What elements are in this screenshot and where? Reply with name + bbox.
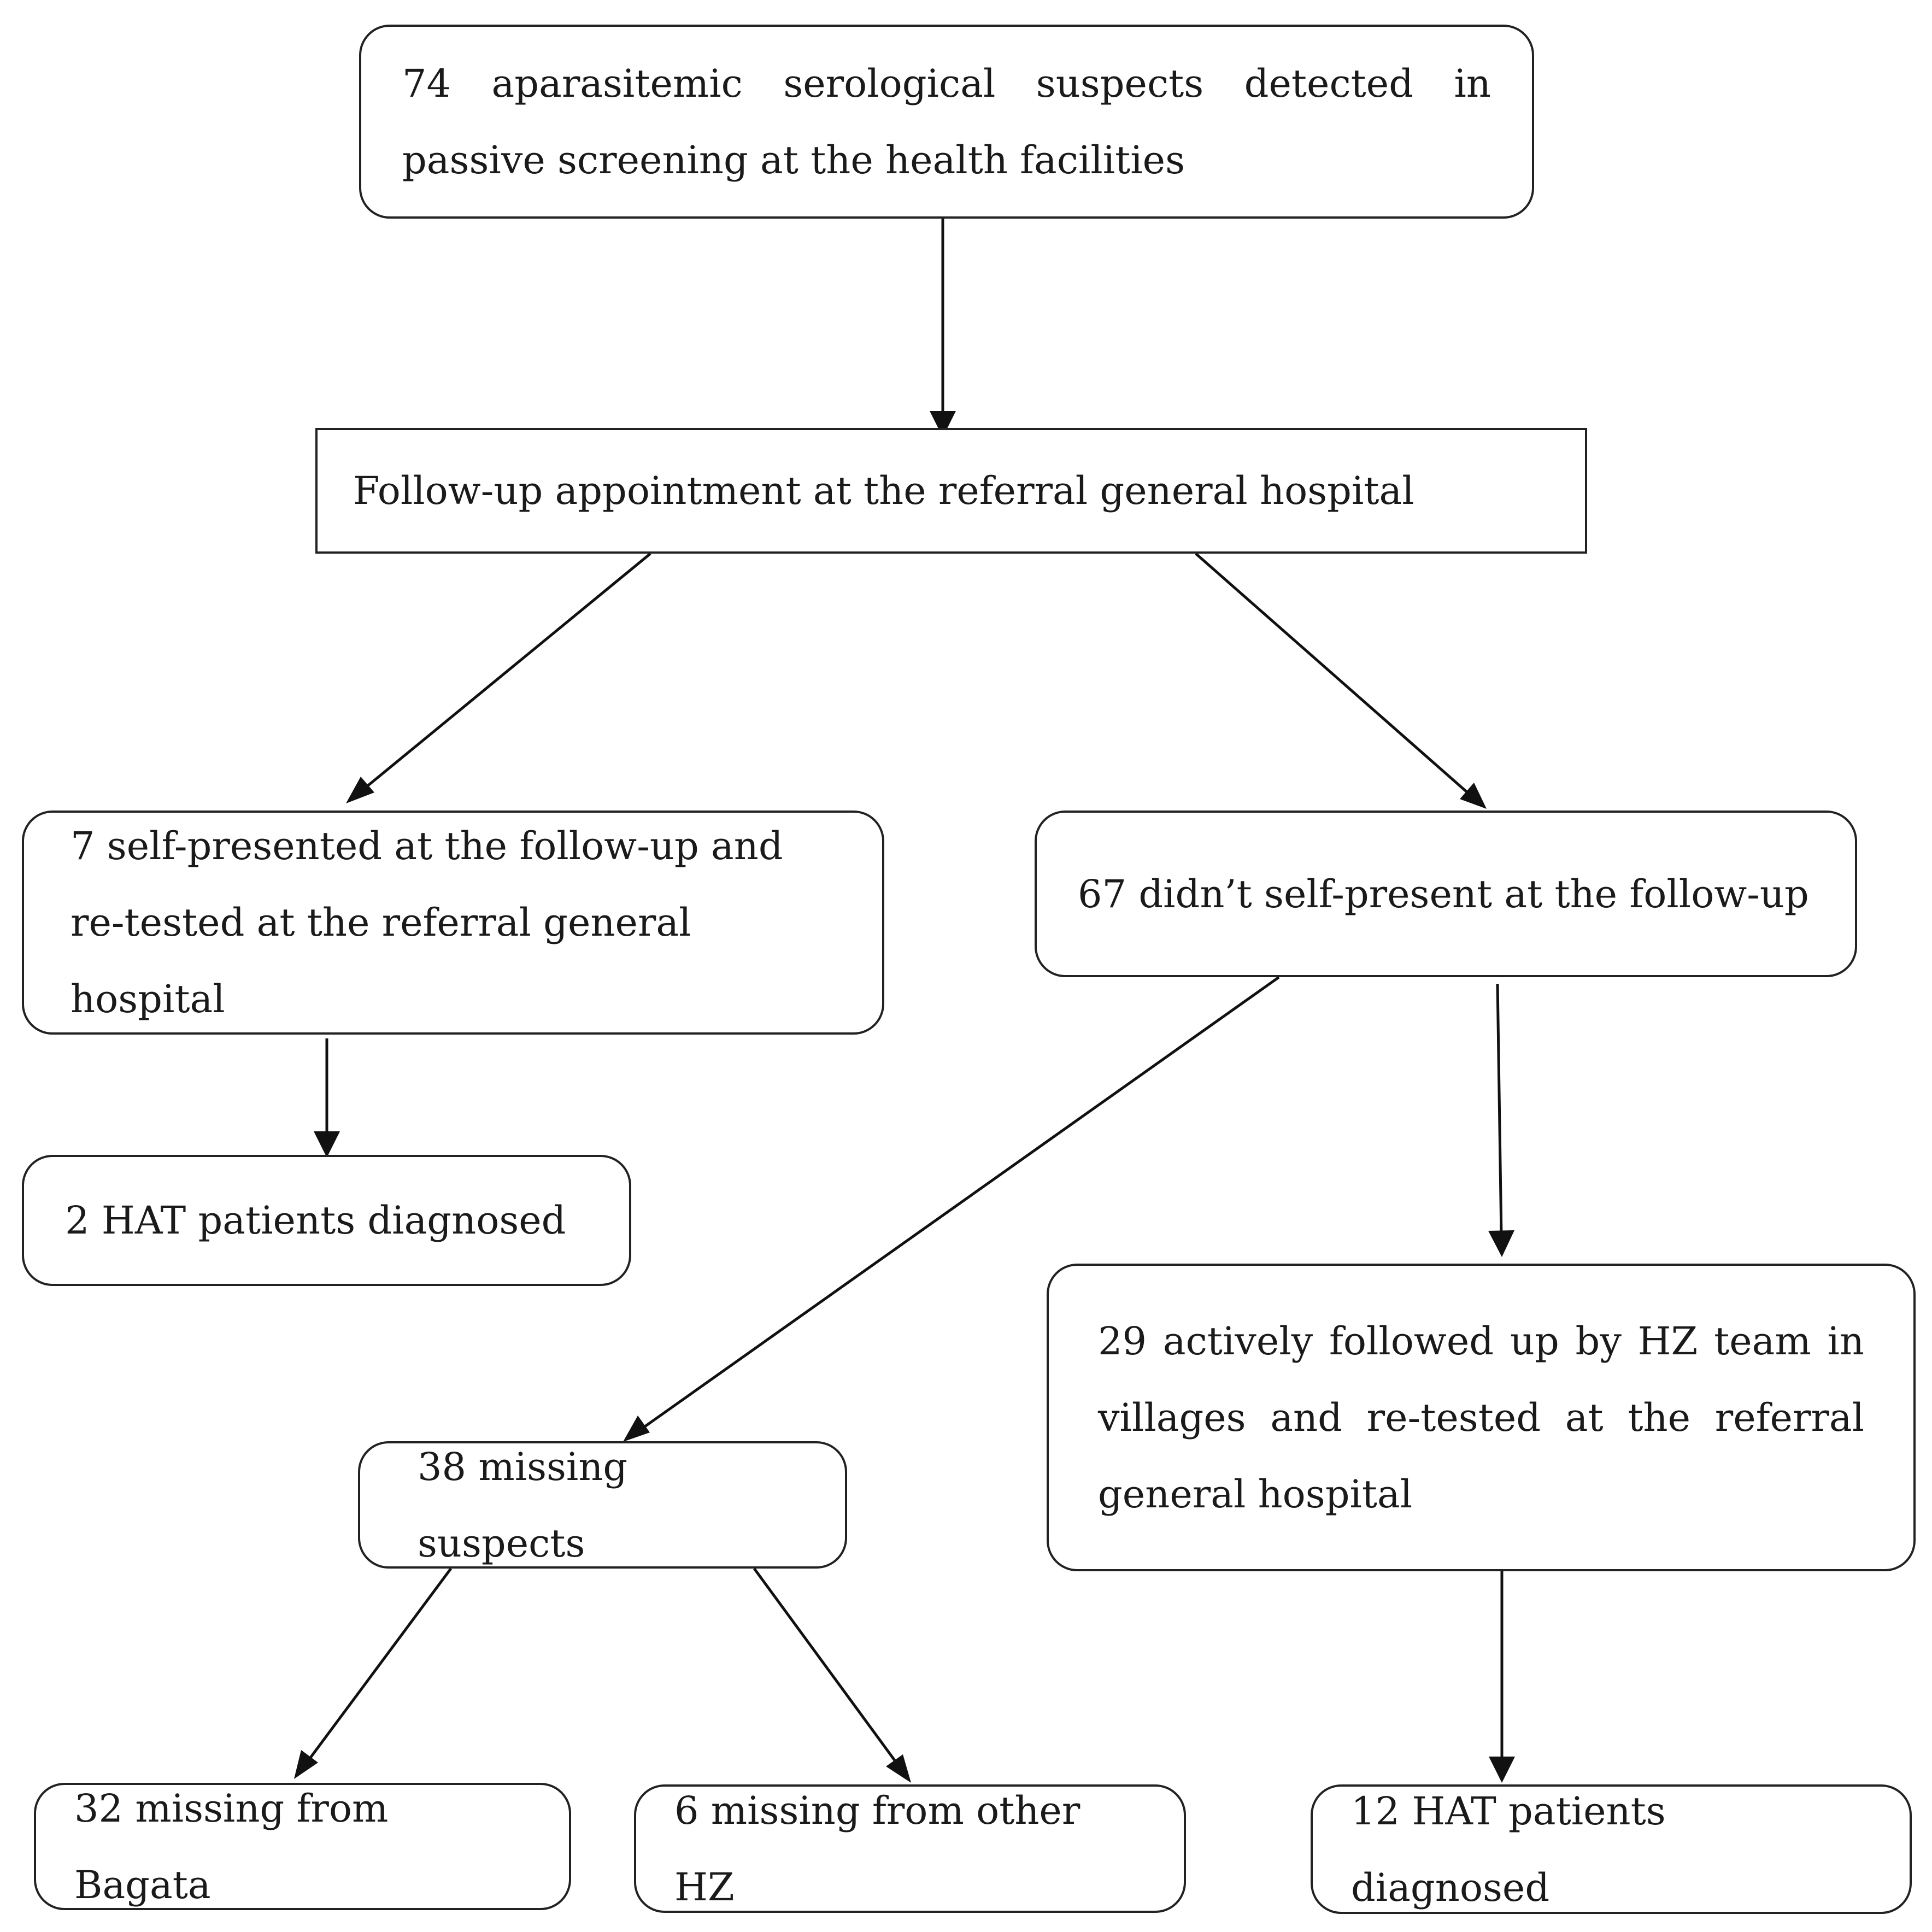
arrow-followup-to-not-self-present (1195, 553, 1487, 809)
node-missing-other-hz: 6 missing from other HZ (634, 1784, 1186, 1913)
node-top-suspects: 74 aparasitemic serological suspects det… (359, 25, 1534, 219)
node-hat-diagnosed-left: 2 HAT patients diagnosed (22, 1155, 631, 1286)
arrow-missing-to-missing-other (753, 1567, 911, 1783)
node-hat-diagnosed-right: 12 HAT patients diagnosed (1311, 1784, 1912, 1914)
node-hat-diagnosed-left-text: 2 HAT patients diagnosed (65, 1198, 566, 1243)
node-active-followup-text: 29 actively followed up by HZ team in vi… (1098, 1318, 1864, 1517)
node-top-suspects-text: 74 aparasitemic serological suspects det… (402, 61, 1491, 183)
arrow-top-to-followup (930, 219, 956, 437)
node-hat-diagnosed-right-text: 12 HAT patients diagnosed (1351, 1788, 1666, 1910)
node-missing-suspects-text: 38 missing suspects (418, 1444, 628, 1566)
node-active-followup: 29 actively followed up by HZ team in vi… (1047, 1264, 1916, 1571)
node-missing-other-hz-text: 6 missing from other HZ (674, 1788, 1080, 1910)
arrow-self-presented-to-hat-left (314, 1038, 340, 1158)
node-followup-appointment-text: Follow-up appointment at the referral ge… (353, 468, 1414, 513)
arrow-not-self-present-to-active-followup (1488, 983, 1514, 1257)
arrow-followup-to-self-presented (346, 553, 651, 803)
arrow-not-self-present-to-missing (623, 976, 1280, 1442)
node-missing-bagata: 32 missing from Bagata (34, 1783, 571, 1910)
node-followup-appointment: Follow-up appointment at the referral ge… (315, 428, 1587, 554)
node-missing-suspects: 38 missing suspects (358, 1441, 847, 1569)
node-self-presented-text: 7 self-presented at the follow-up and re… (71, 824, 783, 1021)
arrow-active-followup-to-hat-right (1489, 1571, 1515, 1783)
node-not-self-present: 67 didn’t self-present at the follow-up (1035, 811, 1857, 977)
arrow-missing-to-missing-bagata (294, 1567, 453, 1779)
node-not-self-present-text: 67 didn’t self-present at the follow-up (1078, 871, 1809, 917)
node-self-presented: 7 self-presented at the follow-up and re… (22, 811, 884, 1035)
node-missing-bagata-text: 32 missing from Bagata (74, 1786, 389, 1907)
